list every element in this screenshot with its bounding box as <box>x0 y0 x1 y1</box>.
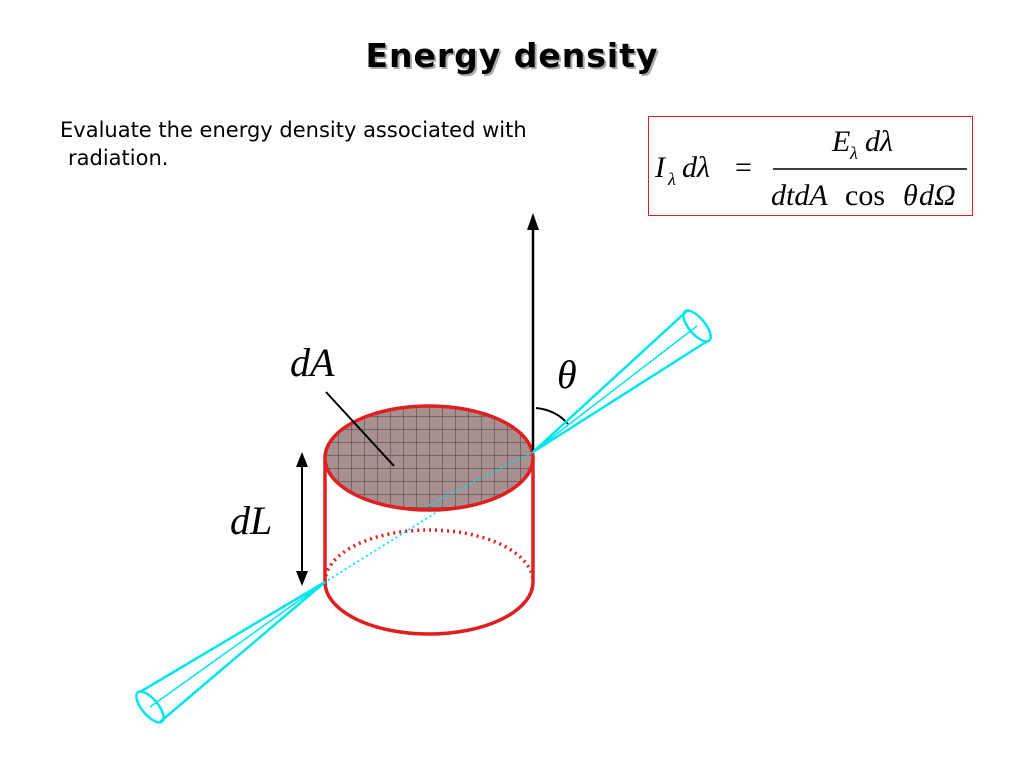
cylinder-bottom-back-arc <box>323 528 535 583</box>
body-text-line-1: Evaluate the energy density associated w… <box>60 118 527 142</box>
eq-equals: = <box>735 151 752 184</box>
length-double-arrow <box>296 452 308 586</box>
eq-num-differential: dλ <box>865 125 893 158</box>
label-length: dL <box>230 498 272 543</box>
angle-arc <box>535 407 569 425</box>
normal-axis-arrowhead <box>527 213 539 230</box>
cylinder-bottom-front-arc <box>323 581 535 636</box>
eq-den-cos: cos <box>845 179 885 212</box>
label-area: dA <box>290 340 335 385</box>
eq-lhs-subscript: λ <box>667 169 676 189</box>
body-text: Evaluate the energy density associated w… <box>60 116 620 172</box>
eq-den-dtda: dtdA <box>771 179 828 212</box>
lower-radiation-cone <box>135 580 326 724</box>
equation: I λ dλ = E λ dλ dtdA cos θ dΩ <box>654 125 967 212</box>
eq-den-domega: dΩ <box>919 179 956 212</box>
body-text-line-2: radiation. <box>68 146 169 170</box>
equation-box: I λ dλ = E λ dλ dtdA cos θ dΩ <box>648 116 973 216</box>
eq-num-energy: E <box>831 125 850 158</box>
label-angle: θ <box>557 352 577 397</box>
eq-lhs-intensity: I <box>654 151 667 184</box>
area-leader-line <box>325 391 395 467</box>
eq-lhs-differential: dλ <box>682 151 710 184</box>
eq-num-subscript: λ <box>849 143 858 163</box>
slide-title: Energy density <box>365 36 659 75</box>
upper-radiation-cone <box>532 309 712 454</box>
eq-den-theta: θ <box>903 179 918 212</box>
area-element-disk <box>323 404 535 512</box>
